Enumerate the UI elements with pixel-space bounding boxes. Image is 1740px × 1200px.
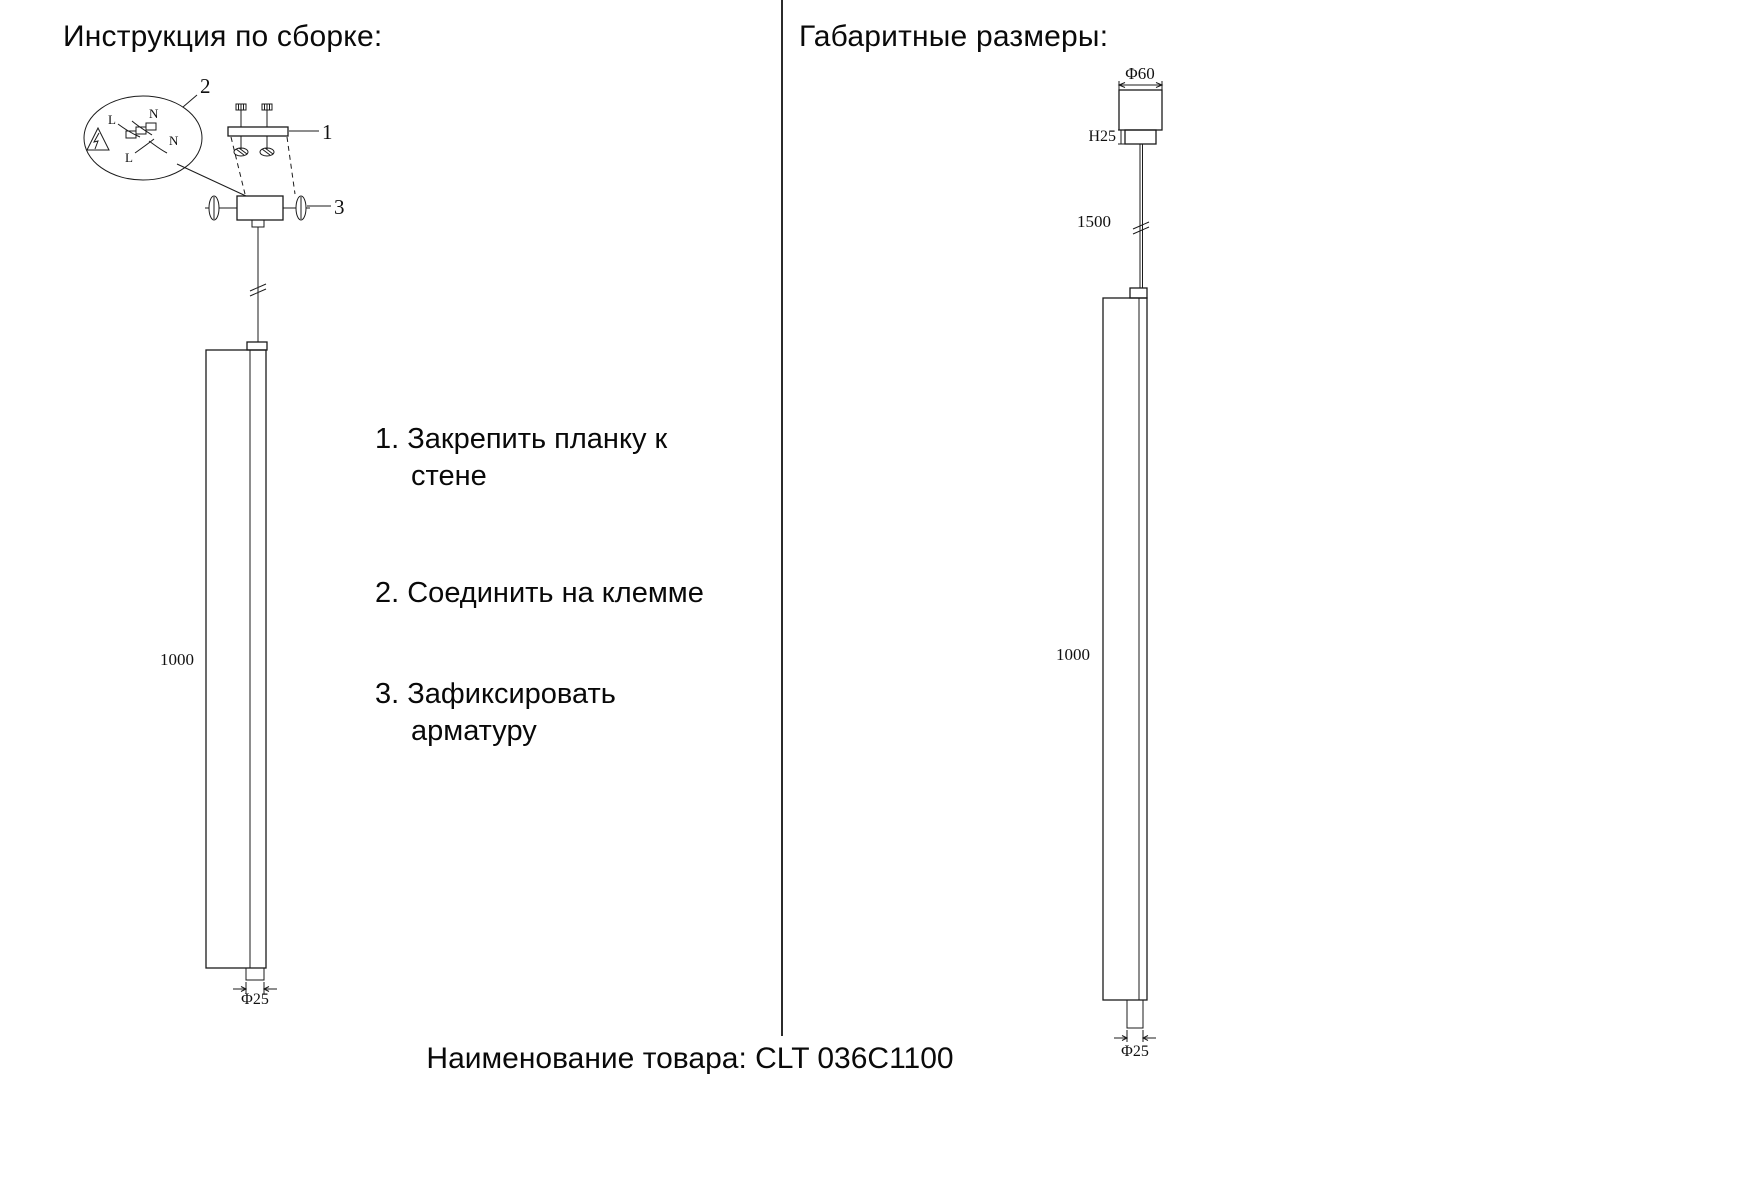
assembly-guide-line xyxy=(286,136,296,195)
wire-label-l-top: L xyxy=(108,112,116,127)
assembly-step-1: 1. Закрепить планку к стене xyxy=(375,423,668,492)
dimensions-drawing: Φ60 H25 1500 1000 xyxy=(1056,64,1164,1060)
assembly-step-3: 3. Зафиксировать арматуру xyxy=(375,678,616,747)
break-mark xyxy=(1132,221,1150,230)
wire-label-l-bottom: L xyxy=(125,150,133,165)
pendant-tube: 1000 xyxy=(160,341,268,969)
dimension-arrow xyxy=(1117,82,1126,88)
part3-label: 3 xyxy=(334,195,345,219)
tube-diameter-dimension: Φ25 xyxy=(1114,999,1156,1060)
tube-body xyxy=(1102,297,1148,1001)
cable-length-label: 1500 xyxy=(1077,212,1111,231)
wire xyxy=(148,140,168,154)
tube-bottom-tip xyxy=(245,967,265,981)
tube-body xyxy=(205,349,267,969)
assembly-section-title: Инструкция по сборке: xyxy=(63,20,383,53)
tube-top-cap xyxy=(1129,287,1148,299)
break-mark xyxy=(249,283,267,292)
callout-pointer-line xyxy=(176,163,247,197)
suspension-cable-outline: 1500 xyxy=(1077,144,1150,288)
assembly-step-2: 2. Соединить на клемме xyxy=(375,577,704,609)
mounting-screw-left xyxy=(233,103,249,157)
callout-bubble xyxy=(83,95,203,181)
hatch xyxy=(235,148,245,156)
wire xyxy=(134,138,155,154)
part1-label: 1 xyxy=(322,120,333,144)
tube-bottom-tip xyxy=(1126,999,1144,1029)
hatch xyxy=(238,147,248,155)
cable-gland xyxy=(251,219,265,228)
dimension-arrow xyxy=(1114,1035,1129,1041)
wire xyxy=(117,123,141,138)
ceiling-canopy-outline: H25 xyxy=(1088,89,1163,145)
bracket-bar xyxy=(227,126,289,137)
ceiling-canopy: 3 xyxy=(205,195,345,228)
canopy-height-label: H25 xyxy=(1088,128,1116,145)
break-mark xyxy=(1132,226,1150,235)
wire-label-n-top: N xyxy=(149,106,159,121)
hatch xyxy=(261,148,271,156)
mounting-screw-right xyxy=(259,103,275,157)
terminal-blocks xyxy=(125,122,157,139)
wire xyxy=(131,120,153,136)
tube-diameter-label: Φ25 xyxy=(241,991,269,1008)
dimension-arrow xyxy=(233,986,248,992)
wall-anchor xyxy=(259,147,275,157)
dimension-arrow xyxy=(1155,82,1164,88)
dimension-arrow xyxy=(262,986,277,992)
canopy-body xyxy=(236,195,284,221)
wires xyxy=(117,120,168,154)
product-name: Наименование товара: CLT 036C1100 xyxy=(426,1042,954,1075)
wall-anchor xyxy=(233,147,249,157)
canopy-diameter-label: Φ60 xyxy=(1125,64,1154,83)
mounting-bracket: 1 xyxy=(227,103,333,195)
dimensions-section-title: Габаритные размеры: xyxy=(799,20,1109,53)
dimension-arrow xyxy=(1141,1035,1156,1041)
tube-length-dimension: 1000 xyxy=(160,650,194,669)
pendant-tube-outline: 1000 xyxy=(1056,287,1148,1001)
suspension-cable xyxy=(249,227,267,342)
canopy-flange xyxy=(1124,129,1157,145)
lightning-bolt-icon xyxy=(93,132,100,150)
section-divider xyxy=(781,0,783,1036)
tube-length-label: 1000 xyxy=(1056,645,1090,664)
tube-diameter-dimension: Φ25 xyxy=(233,967,277,1008)
terminal-block xyxy=(145,122,157,131)
hatch xyxy=(264,147,274,155)
tube-diameter-label: Φ25 xyxy=(1121,1043,1149,1060)
warning-triangle-icon xyxy=(86,126,110,151)
part2-label: 2 xyxy=(200,74,211,98)
canopy-diameter-dimension: Φ60 xyxy=(1117,64,1164,90)
wiring-callout: L N N L 2 xyxy=(83,74,247,197)
tube-top-cap xyxy=(246,341,268,351)
break-mark xyxy=(249,288,267,297)
canopy-body xyxy=(1118,89,1163,131)
assembly-guide-line xyxy=(230,136,246,195)
wire-label-n-mid: N xyxy=(169,133,179,148)
part2-leader-line xyxy=(182,94,198,108)
assembly-drawing: L N N L 2 xyxy=(83,74,345,1008)
